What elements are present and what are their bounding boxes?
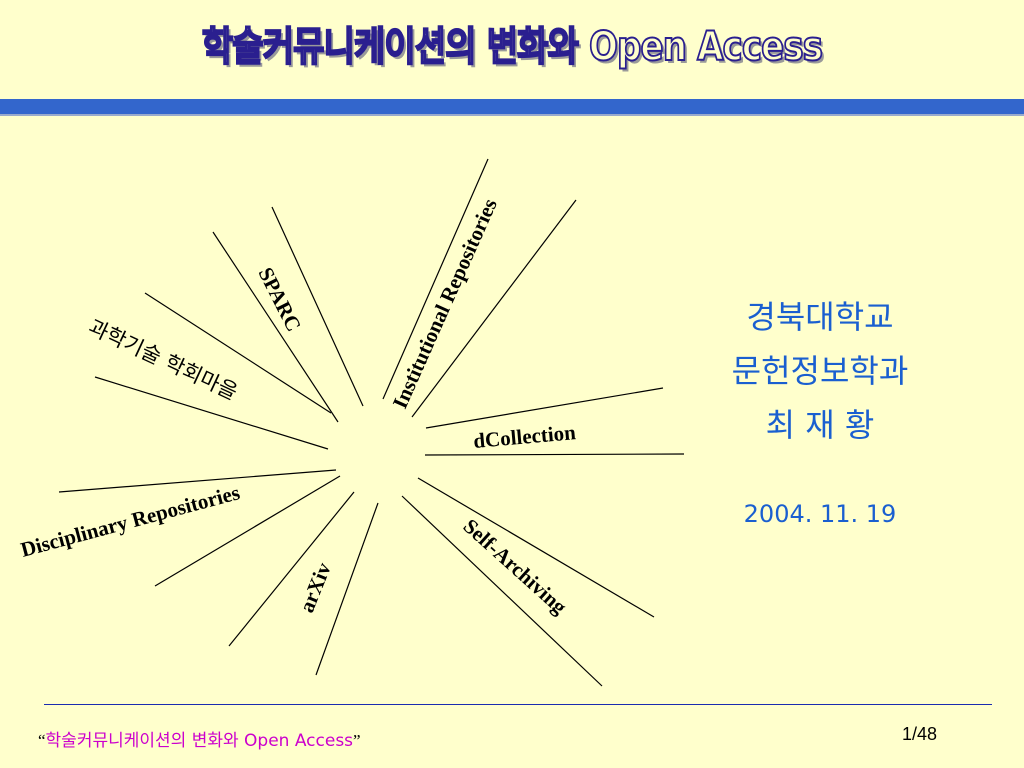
ray-label-sparc: SPARC: [254, 263, 306, 335]
page-number: 1/48: [902, 724, 938, 744]
ray-label-disciplinary-repositories: Disciplinary Repositories: [18, 480, 242, 562]
ray-line: [424, 453, 685, 456]
ray-line: [94, 376, 329, 450]
footer-title: “학술커뮤니케이션의 변화와 Open Access”: [38, 726, 361, 751]
footer-title-text: 학술커뮤니케이션의 변화와 Open Access: [45, 731, 354, 751]
ray-line: [315, 502, 379, 676]
author-name: 최 재 황: [765, 406, 875, 444]
department-name: 문헌정보학과: [731, 352, 909, 390]
ray-label-dcollection: dCollection: [472, 420, 577, 453]
author-info: 경북대학교 문헌정보학과 최 재 황 2004. 11. 19: [690, 290, 950, 528]
ray-label-institutional-repositories: Institutional Repositories: [388, 195, 502, 412]
ray-line: [58, 469, 337, 493]
ray-line: [425, 387, 664, 429]
ray-line: [271, 206, 364, 407]
ray-line: [382, 158, 489, 400]
ray-line: [417, 477, 655, 618]
ray-label-arxiv: arXiv: [294, 559, 336, 616]
ray-line: [212, 231, 339, 423]
footer-close-quote: ”: [353, 731, 361, 750]
university-name: 경북대학교: [746, 298, 894, 336]
footer-open-quote: “: [38, 731, 46, 750]
slide-title: 학술커뮤니케이션의 변화와 Open Access: [201, 23, 824, 71]
footer-divider: [44, 704, 992, 705]
presentation-date: 2004. 11. 19: [743, 500, 897, 528]
ray-line: [144, 292, 332, 414]
title-bar: [0, 99, 1024, 114]
ray-line: [411, 199, 577, 418]
ray-line: [154, 475, 341, 587]
ray-label-science-societies: 과학기술 학회마을: [85, 315, 241, 405]
ray-line: [401, 495, 603, 687]
title-bar-underline: [0, 114, 1024, 116]
ray-line: [228, 491, 355, 647]
